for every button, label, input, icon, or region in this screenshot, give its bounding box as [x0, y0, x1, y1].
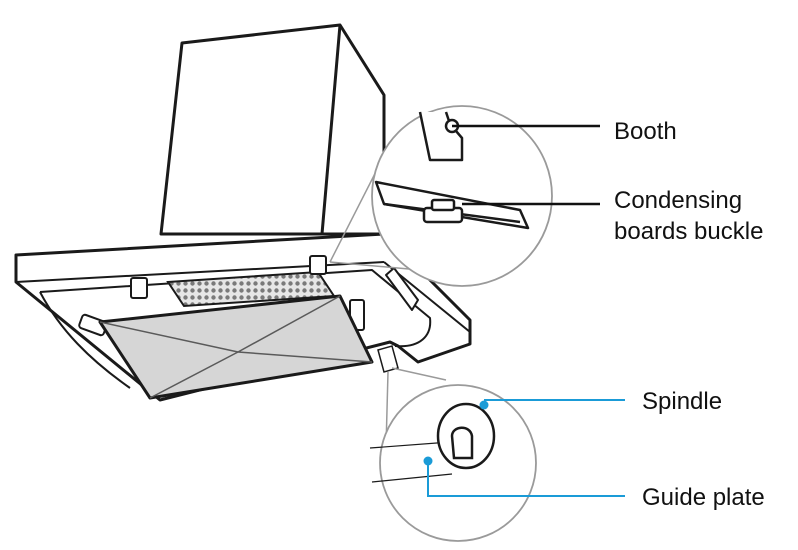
guide-plate-label: Guide plate [642, 482, 765, 513]
booth-label: Booth [614, 116, 677, 147]
condensing-boards-buckle-label: Condensing boards buckle [614, 185, 763, 247]
leader-guide-plate [423, 456, 625, 497]
leader-spindle [479, 399, 625, 410]
spindle-label: Spindle [642, 386, 722, 417]
chimney [159, 23, 386, 236]
booth-label-text: Booth [614, 118, 677, 145]
hinge-marker [377, 345, 399, 373]
spindle-label-text: Spindle [642, 388, 723, 415]
condensing-label-line2: boards buckle [614, 218, 764, 245]
guide-plate-label-text: Guide plate [642, 484, 765, 511]
lower-detail-magnifier [369, 367, 537, 542]
upper-detail-magnifier [329, 105, 553, 287]
condensing-board [98, 294, 374, 400]
condensing-label-line1: Condensing [614, 187, 743, 214]
